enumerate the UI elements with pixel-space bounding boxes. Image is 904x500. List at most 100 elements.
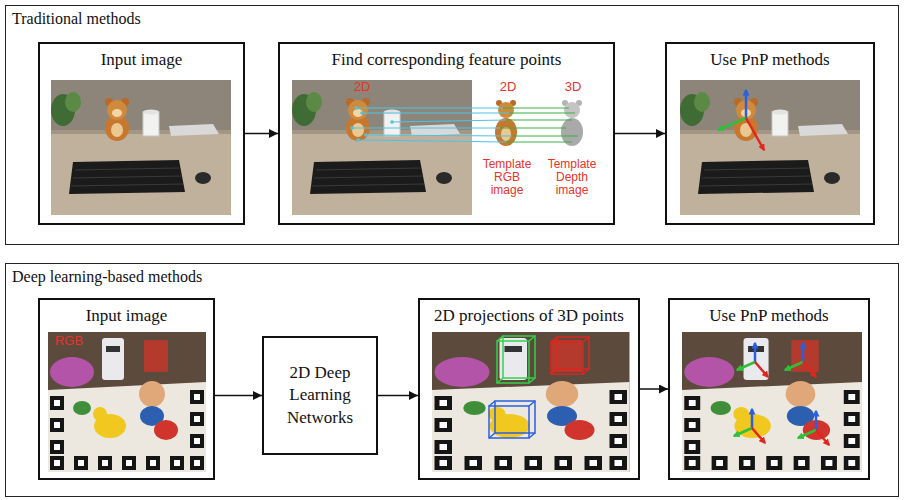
- bounding-box-green: [497, 341, 529, 383]
- photo-table-input: [48, 332, 206, 472]
- image-box: Input image: [38, 42, 245, 225]
- box-title: Use PnP methods: [709, 305, 828, 327]
- illustration-label: 2D: [350, 80, 374, 94]
- bounding-box-green: [497, 378, 503, 383]
- process-box: 2D Deep Learning Networks: [262, 336, 378, 455]
- bounding-box-green: [529, 378, 535, 383]
- photo-desk-matching: [292, 80, 472, 215]
- illustration-label: Template Depth image: [543, 158, 601, 198]
- image-box: 2D projections of 3D points: [418, 298, 640, 480]
- label-anchor: 2D: [496, 80, 520, 94]
- method-panel: Traditional methodsInput image Find corre…: [5, 5, 899, 245]
- match-lines-2d: [356, 107, 503, 108]
- match-lines-3d: [503, 107, 569, 108]
- bounding-box-blue: [529, 401, 535, 406]
- photo-desk-pose: [746, 118, 764, 150]
- match-points: [350, 106, 394, 142]
- match-points: [354, 106, 358, 110]
- box-title: Use PnP methods: [710, 49, 829, 71]
- photo-desk-matching: [292, 80, 603, 215]
- bounding-box-blue: [495, 401, 535, 433]
- panel-heading: Traditional methods: [12, 9, 141, 29]
- box-title: Find corresponding feature points: [332, 49, 562, 71]
- label-anchor: Template Depth image: [543, 158, 601, 198]
- box-title: 2D projections of 3D points: [434, 305, 624, 327]
- illustration-label: 3D: [561, 80, 585, 94]
- match-lines-2d: [358, 140, 506, 142]
- match-points: [356, 138, 360, 142]
- match-points: [360, 111, 364, 115]
- pose-axes: [754, 343, 757, 362]
- box-title: Input image: [101, 49, 183, 71]
- photo-desk-pose: [745, 90, 748, 118]
- illustration-label: 2D: [496, 80, 520, 94]
- match-lines-2d: [362, 112, 509, 113]
- label-anchor: Template RGB image: [478, 158, 536, 198]
- label-anchor: 3D: [561, 80, 585, 94]
- template-rgb-bear: [495, 100, 517, 146]
- flow-arrow: [615, 133, 665, 135]
- image-box: Use PnP methods: [665, 42, 875, 225]
- pose-axes: [816, 430, 829, 445]
- match-points: [350, 126, 354, 130]
- bounding-box-red: [551, 369, 557, 374]
- illustration-label: RGB: [52, 334, 86, 348]
- bounding-box-red: [583, 369, 589, 374]
- flow-arrow: [640, 388, 668, 390]
- pose-axes: [734, 343, 829, 445]
- match-lines-3d: [512, 135, 578, 136]
- template-depth-bear: [561, 100, 583, 146]
- pose-axes: [815, 411, 818, 430]
- bounding-box-red: [551, 337, 589, 374]
- bounding-box-red: [551, 337, 557, 342]
- match-points: [364, 133, 368, 137]
- photo-desk-pose: [680, 80, 860, 215]
- bounding-box-red: [557, 337, 589, 369]
- photo-table-pose: [682, 332, 862, 472]
- match-points: [390, 120, 394, 124]
- photo-desk-pose: [718, 118, 746, 130]
- bounding-box-green: [503, 336, 535, 378]
- box-title: 2D Deep Learning Networks: [270, 362, 370, 428]
- panel-heading: Deep learning-based methods: [12, 267, 202, 287]
- bounding-box-green: [497, 336, 503, 341]
- method-panel: Deep learning-based methodsInput image 2D…: [5, 263, 899, 497]
- image-box: Use PnP methods: [668, 298, 870, 480]
- pose-axes: [752, 428, 765, 443]
- photo-table-input: [48, 332, 206, 472]
- photo-table-pose: [682, 332, 862, 472]
- match-lines-2d: [366, 135, 512, 136]
- match-lines-3d: [506, 141, 572, 142]
- pose-axes: [785, 362, 803, 370]
- label-anchor: RGB: [52, 334, 86, 348]
- match-lines-3d: [500, 108, 578, 142]
- pose-axes: [803, 362, 816, 377]
- pose-axes: [751, 409, 754, 428]
- label-anchor: 2D: [350, 80, 374, 94]
- match-lines-2d: [352, 108, 512, 142]
- match-lines-2d: [352, 127, 500, 128]
- box-title: Input image: [86, 305, 168, 327]
- bounding-box-green: [497, 336, 535, 383]
- photo-desk-input: [51, 80, 231, 215]
- bounding-box-red: [583, 337, 589, 342]
- bounding-box-green: [529, 336, 535, 341]
- illustration-label: Template RGB image: [478, 158, 536, 198]
- pose-axes: [734, 428, 752, 436]
- bounding-box-blue: [489, 433, 495, 438]
- image-box: Find corresponding feature points: [278, 42, 615, 225]
- photo-table-projection: [432, 332, 630, 472]
- template-rgb-bear: [501, 127, 511, 141]
- pose-axes: [755, 362, 768, 377]
- pose-axes: [802, 343, 805, 362]
- photo-desk-matching: [472, 80, 603, 215]
- bounding-box-blue: [529, 433, 535, 438]
- pose-axes: [798, 430, 816, 438]
- bounding-box-blue: [489, 401, 535, 438]
- match-lines-2d: [392, 120, 506, 122]
- pose-axes: [737, 362, 755, 370]
